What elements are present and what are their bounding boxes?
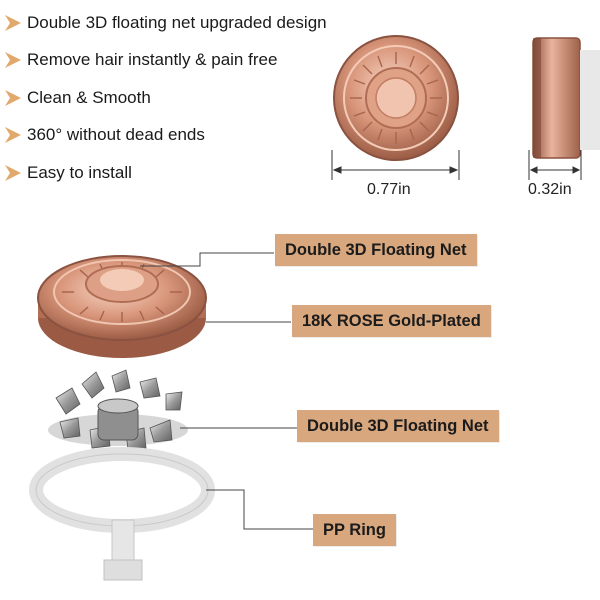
head-front-view <box>333 35 459 161</box>
arrow-right-icon <box>5 127 21 143</box>
feature-item: Easy to install <box>0 160 132 186</box>
diameter-dimension-line <box>331 150 460 180</box>
feature-item: 360° without dead ends <box>0 122 205 148</box>
label-double-3d-floating-net-blades: Double 3D Floating Net <box>297 410 499 442</box>
arrow-right-icon <box>5 90 21 106</box>
feature-text: Easy to install <box>27 163 132 182</box>
label-double-3d-floating-net: Double 3D Floating Net <box>275 234 477 266</box>
arrow-right-icon <box>5 15 21 31</box>
height-label: 0.32in <box>528 181 572 198</box>
blades-part <box>48 369 188 451</box>
label-pp-ring: PP Ring <box>313 514 396 546</box>
feature-text: Double 3D floating net upgraded design <box>27 13 327 32</box>
arrow-right-icon <box>5 52 21 68</box>
pp-ring-part <box>29 447 215 581</box>
feature-item: Remove hair instantly & pain free <box>0 47 277 73</box>
feature-item: Clean & Smooth <box>0 85 151 111</box>
feature-text: Clean & Smooth <box>27 88 151 107</box>
height-dimension-line <box>528 150 582 180</box>
feature-item: Double 3D floating net upgraded design <box>0 10 327 36</box>
feature-text: 360° without dead ends <box>27 125 205 144</box>
label-18k-rose-gold-plated: 18K ROSE Gold-Plated <box>292 305 491 337</box>
callout-lines <box>140 252 313 530</box>
diameter-label: 0.77in <box>367 181 411 198</box>
floating-net-part <box>37 255 207 358</box>
arrow-right-icon <box>5 165 21 181</box>
head-side-view <box>532 37 600 159</box>
feature-text: Remove hair instantly & pain free <box>27 50 278 69</box>
